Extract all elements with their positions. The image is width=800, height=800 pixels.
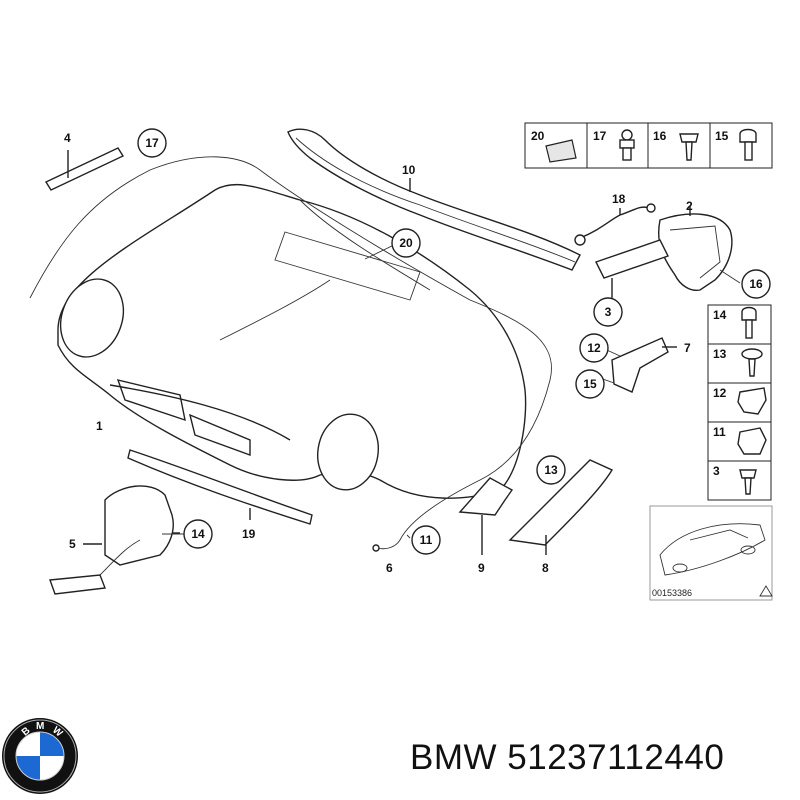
legend-20: 20 <box>531 129 545 143</box>
bolt-icon <box>739 128 757 161</box>
callout-16: 16 <box>749 277 763 291</box>
label-2: 2 <box>686 199 693 213</box>
gas-strut-part-4 <box>44 147 125 191</box>
callout-11: 11 <box>420 533 433 547</box>
top-parts-legend: 20 17 16 15 <box>524 122 773 169</box>
callout-15: 15 <box>583 377 597 391</box>
spring-clip-icon <box>737 387 767 415</box>
label-7: 7 <box>684 341 691 355</box>
cable-part-18 <box>574 203 656 246</box>
label-4: 4 <box>64 131 71 145</box>
screw-icon <box>741 348 763 377</box>
callout-14: 14 <box>191 527 205 541</box>
car-thumbnail: 00153386 <box>649 505 773 601</box>
label-1: 1 <box>96 419 103 433</box>
hood-cable-part-6 <box>29 156 552 552</box>
screw-icon <box>679 133 699 161</box>
side-legend-12: 12 <box>713 386 727 400</box>
part-number-caption: BMW 51237112440 <box>410 738 725 777</box>
label-19: 19 <box>242 527 256 541</box>
label-9: 9 <box>478 561 485 575</box>
callout-17: 17 <box>145 136 159 150</box>
deflector-part-19 <box>127 449 313 525</box>
part-labels: 1 2 4 5 6 7 8 9 10 18 19 <box>64 131 693 575</box>
reference-code: 00153386 <box>652 588 692 598</box>
label-5: 5 <box>69 537 76 551</box>
bolt-icon <box>741 306 757 339</box>
callout-20: 20 <box>399 236 413 250</box>
callout-13: 13 <box>544 463 558 477</box>
circled-callouts: 17 20 3 16 12 15 13 11 14 <box>137 128 771 555</box>
side-parts-legend: 14 13 12 11 3 <box>707 304 772 501</box>
side-legend-3: 3 <box>713 464 720 478</box>
side-legend-11: 11 <box>713 425 726 439</box>
pad-icon <box>545 139 577 163</box>
clip-icon <box>619 129 635 161</box>
label-18: 18 <box>612 192 626 206</box>
label-8: 8 <box>542 561 549 575</box>
bmw-logo: B M W <box>2 718 78 794</box>
side-legend-13: 13 <box>713 347 727 361</box>
legend-16: 16 <box>653 129 667 143</box>
callout-3: 3 <box>605 305 612 319</box>
legend-17: 17 <box>593 129 607 143</box>
bracket-part-9 <box>458 477 514 555</box>
lock-part-5 <box>49 485 180 595</box>
hood-part-1 <box>57 183 527 499</box>
label-10: 10 <box>402 163 416 177</box>
callout-12: 12 <box>587 341 601 355</box>
seal-part-10 <box>287 128 581 271</box>
hinge-part-2 <box>595 206 733 298</box>
legend-15: 15 <box>715 129 729 143</box>
bracket-part-7 <box>611 337 677 393</box>
side-legend-14: 14 <box>713 308 727 322</box>
label-6: 6 <box>386 561 393 575</box>
nut-clip-icon <box>737 427 767 455</box>
screw-icon <box>739 469 757 495</box>
svg-text:M: M <box>36 721 44 732</box>
bracket-part-8 <box>508 459 614 555</box>
